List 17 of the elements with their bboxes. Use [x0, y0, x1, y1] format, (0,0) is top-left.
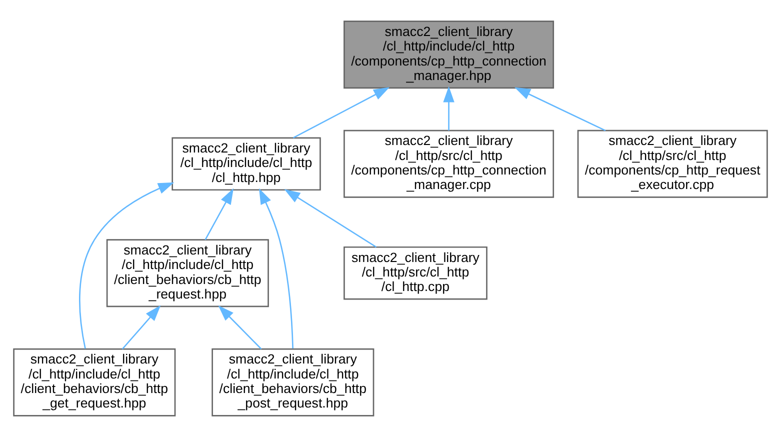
arrow	[514, 87, 606, 132]
arrow	[122, 305, 161, 350]
node-box: smacc2_client_library /cl_http/include/cl_http /client_behaviors/cb_http _get_request.hpp	[13, 348, 176, 416]
node-box: smacc2_client_library /cl_http/include/cl_http /components/cp_http_connection _manager.hpp	[344, 20, 554, 89]
arrow	[79, 182, 174, 349]
node-box: smacc2_client_library /cl_http/include/cl_http /client_behaviors/cb_http _post_request.hpp	[212, 348, 374, 416]
node-box: smacc2_client_library /cl_http/src/cl_http /cl_http.cpp	[344, 246, 488, 300]
node-box: smacc2_client_library /cl_http/include/cl_http /client_behaviors/cb_http _request.hpp	[106, 239, 269, 308]
node-box: smacc2_client_library /cl_http/src/cl_http /components/cp_http_request _executor.cpp	[577, 130, 768, 198]
node-box: smacc2_client_library /cl_http/src/cl_http /components/cp_http_connection _manager.cpp	[344, 130, 554, 198]
arrow	[204, 188, 234, 240]
arrow	[292, 87, 390, 138]
arrow	[258, 188, 294, 349]
arrow	[218, 305, 262, 350]
node-box: smacc2_client_library /cl_http/include/cl_http /cl_http.hpp	[172, 137, 321, 191]
arrow	[284, 189, 377, 248]
arrow	[443, 86, 454, 131]
